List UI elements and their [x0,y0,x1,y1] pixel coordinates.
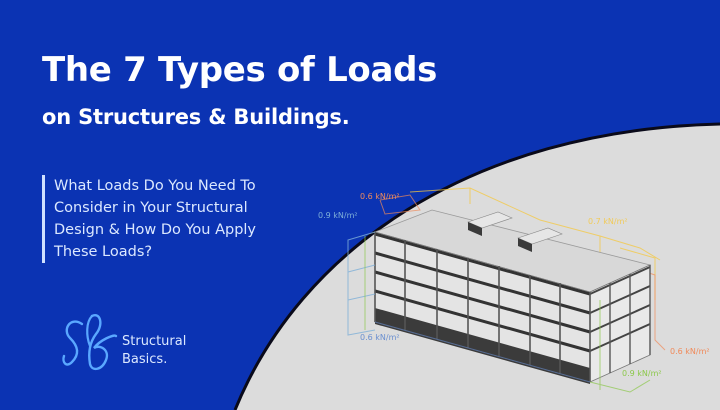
panel-edge [233,122,720,410]
question-line: These Loads? [54,244,153,260]
page-title: The 7 Types of Loads [42,50,438,90]
question-block: What Loads Do You Need To Consider in Yo… [42,175,256,263]
brand-line-2: Basics. [122,352,168,367]
question-line: Design & How Do You Apply [54,222,257,238]
load-label: 0.7 kN/m² [588,217,628,226]
brand-line-1: Structural [122,334,187,349]
load-label: 0.6 kN/m² [360,192,400,201]
question-line: Consider in Your Structural [54,200,248,216]
building-illustration [347,187,666,393]
load-label: 0.9 kN/m² [318,211,358,220]
load-label: 0.9 kN/m² [622,369,662,378]
sb-monogram-icon [62,314,118,371]
load-label: 0.6 kN/m² [670,347,710,356]
page-subtitle: on Structures & Buildings. [42,105,350,129]
load-label: 0.6 kN/m² [360,333,400,342]
question-line: What Loads Do You Need To [54,178,256,194]
brand-name: Structural Basics. [122,333,186,369]
